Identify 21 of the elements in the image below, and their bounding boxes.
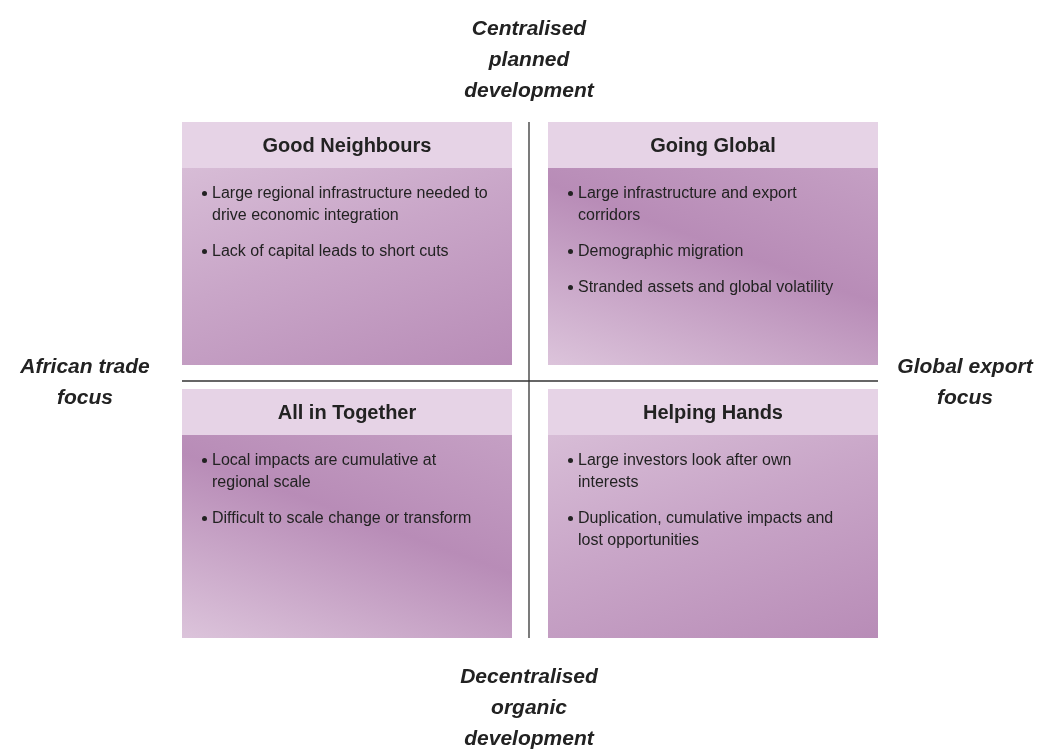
bullet-text: Large regional infrastructure needed to drive economic integration bbox=[212, 184, 488, 223]
quadrant-box bbox=[182, 389, 512, 638]
quadrant-heading: Helping Hands bbox=[548, 389, 878, 435]
quadrant-box bbox=[548, 122, 878, 365]
quadrant-heading: All in Together bbox=[182, 389, 512, 435]
bullet-text: Demographic migration bbox=[578, 242, 744, 259]
axis-label: Global export focus bbox=[896, 353, 1035, 410]
quadrant-heading: Going Global bbox=[548, 122, 878, 168]
bullet-text: Large infrastructure and export corridors bbox=[578, 184, 797, 223]
bullet-text: Large investors look after own interests bbox=[578, 451, 792, 490]
axis-label: Decentralised organic development bbox=[459, 663, 599, 751]
quadrant-box bbox=[182, 122, 512, 365]
axis-label: Centralised planned development bbox=[463, 15, 596, 103]
quadrant-box bbox=[548, 389, 878, 638]
bullet-text: Local impacts are cumulative at regional scale bbox=[212, 451, 437, 490]
bullet-text: Stranded assets and global volatility bbox=[578, 278, 834, 295]
bullet-text: Difficult to scale change or transform bbox=[212, 509, 472, 526]
quadrant-heading: Good Neighbours bbox=[182, 122, 512, 168]
axis-label: African trade focus bbox=[19, 353, 151, 410]
bullet-text: Lack of capital leads to short cuts bbox=[212, 242, 449, 259]
bullet-text: Duplication, cumulative impacts and lost opportunities bbox=[578, 509, 834, 548]
